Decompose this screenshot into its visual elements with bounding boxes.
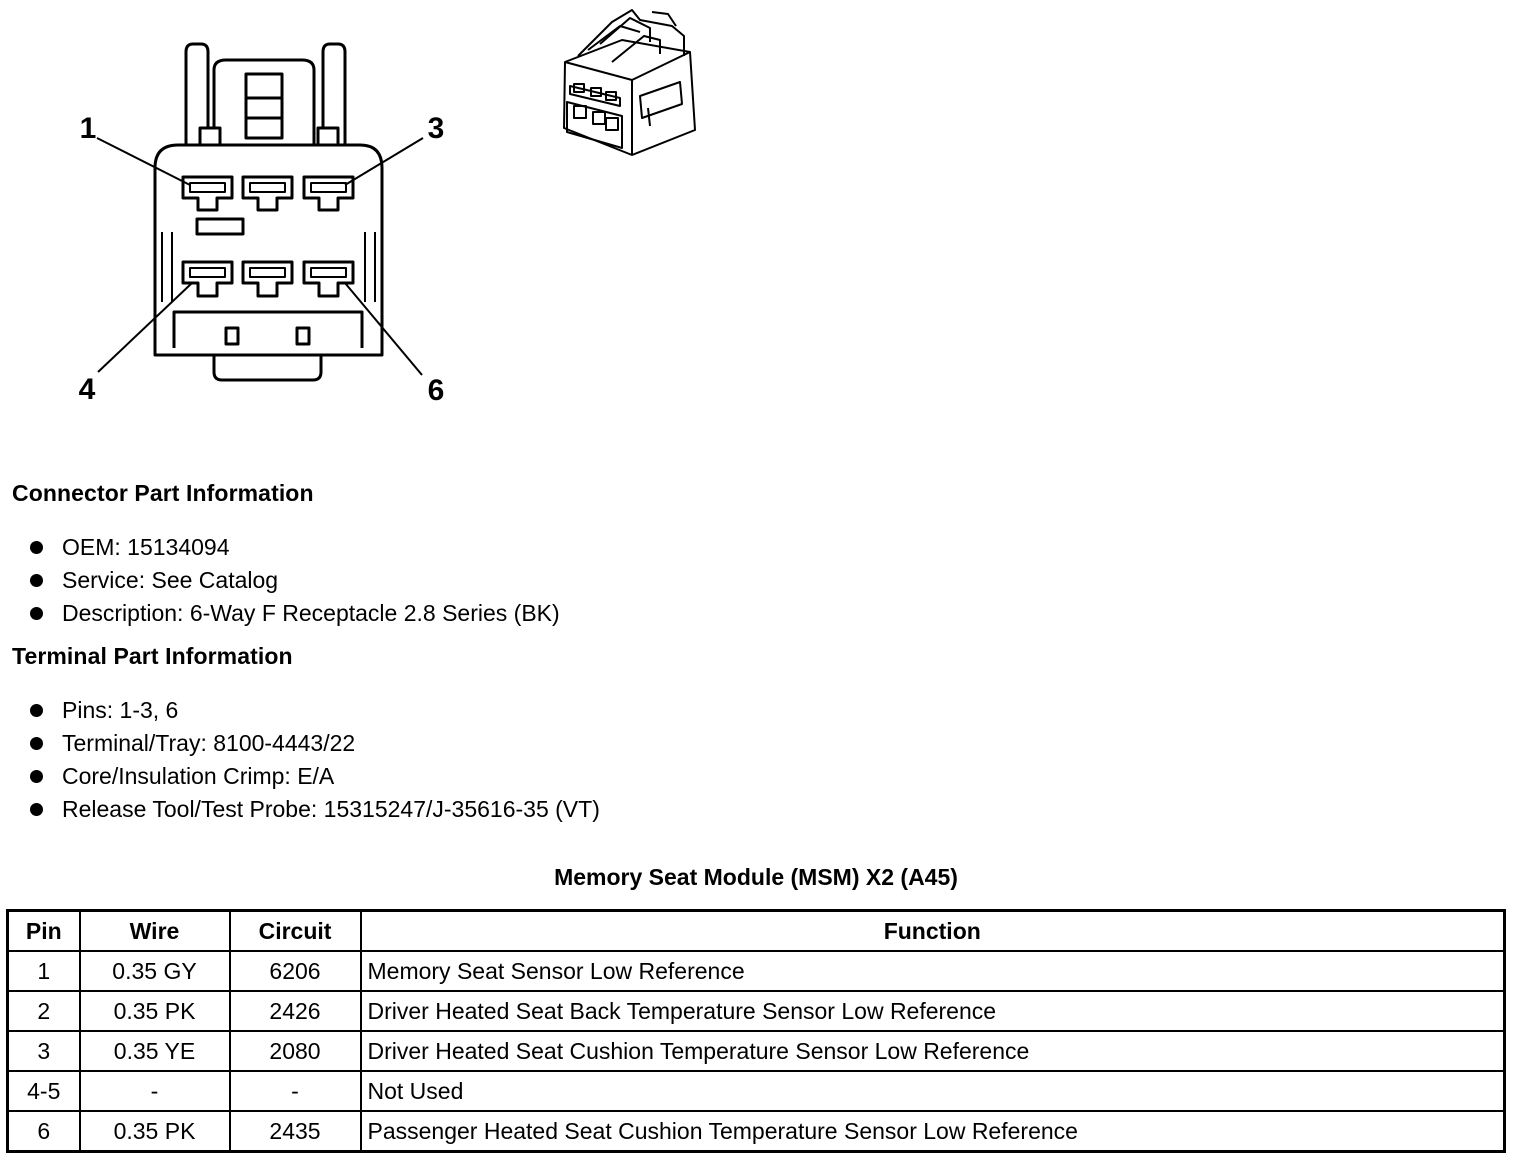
list-item: Core/Insulation Crimp: E/A bbox=[28, 760, 600, 793]
item-text: Release Tool/Test Probe: 15315247/J-3561… bbox=[62, 796, 600, 822]
cell-pin: 6 bbox=[6, 1110, 81, 1153]
cavity-pin-1 bbox=[181, 175, 234, 212]
connector-info-list: OEM: 15134094 Service: See Catalog Descr… bbox=[28, 531, 560, 630]
cell-circuit: 2080 bbox=[228, 1030, 362, 1072]
pin-label-4: 4 bbox=[79, 373, 96, 406]
connector-face-view bbox=[96, 42, 424, 382]
header-function: Function bbox=[359, 909, 1506, 952]
table-row: 4-5 - - Not Used bbox=[6, 1070, 1506, 1112]
bullet-icon bbox=[30, 803, 43, 816]
cavity-pin-2 bbox=[241, 175, 294, 212]
cell-circuit: 2435 bbox=[228, 1110, 362, 1153]
list-item: Release Tool/Test Probe: 15315247/J-3561… bbox=[28, 793, 600, 826]
cell-circuit: 6206 bbox=[228, 950, 362, 992]
cell-wire: 0.35 YE bbox=[78, 1030, 231, 1072]
pin-label-1: 1 bbox=[80, 112, 97, 145]
header-pin: Pin bbox=[6, 909, 81, 952]
terminal-info-heading: Terminal Part Information bbox=[12, 643, 293, 669]
cell-wire: 0.35 GY bbox=[78, 950, 231, 992]
cell-wire: 0.35 PK bbox=[78, 990, 231, 1032]
item-text: Terminal/Tray: 8100-4443/22 bbox=[62, 730, 356, 756]
cavity-pin-5 bbox=[241, 260, 294, 298]
list-item: Service: See Catalog bbox=[28, 564, 560, 597]
list-item: Description: 6-Way F Receptacle 2.8 Seri… bbox=[28, 597, 560, 630]
cell-function: Driver Heated Seat Cushion Temperature S… bbox=[359, 1030, 1506, 1072]
table-row: 2 0.35 PK 2426 Driver Heated Seat Back T… bbox=[6, 990, 1506, 1032]
cell-function: Passenger Heated Seat Cushion Temperatur… bbox=[359, 1110, 1506, 1153]
connector-isometric-view bbox=[563, 9, 696, 156]
header-wire: Wire bbox=[78, 909, 231, 952]
bullet-icon bbox=[30, 574, 43, 587]
table-row: 1 0.35 GY 6206 Memory Seat Sensor Low Re… bbox=[6, 950, 1506, 992]
table-row: 3 0.35 YE 2080 Driver Heated Seat Cushio… bbox=[6, 1030, 1506, 1072]
cell-function: Driver Heated Seat Back Temperature Sens… bbox=[359, 990, 1506, 1032]
cell-circuit: - bbox=[228, 1070, 362, 1112]
cell-pin: 2 bbox=[6, 990, 81, 1032]
bullet-icon bbox=[30, 704, 43, 717]
item-text: Core/Insulation Crimp: E/A bbox=[62, 763, 335, 789]
cell-function: Not Used bbox=[359, 1070, 1506, 1112]
connector-info-heading: Connector Part Information bbox=[12, 480, 314, 506]
pin-label-3: 3 bbox=[428, 112, 445, 145]
cell-pin: 1 bbox=[6, 950, 81, 992]
header-circuit: Circuit bbox=[228, 909, 362, 952]
cell-circuit: 2426 bbox=[228, 990, 362, 1032]
item-text: Pins: 1-3, 6 bbox=[62, 697, 179, 723]
cavity-pin-6 bbox=[302, 260, 355, 298]
bullet-icon bbox=[30, 770, 43, 783]
pin-label-6: 6 bbox=[428, 374, 445, 407]
terminal-info-list: Pins: 1-3, 6 Terminal/Tray: 8100-4443/22… bbox=[28, 694, 600, 826]
cell-function: Memory Seat Sensor Low Reference bbox=[359, 950, 1506, 992]
table-header-row: Pin Wire Circuit Function bbox=[6, 909, 1506, 952]
pinout-table: Pin Wire Circuit Function 1 0.35 GY 6206… bbox=[6, 909, 1506, 1153]
item-text: Service: See Catalog bbox=[62, 567, 279, 593]
list-item: Pins: 1-3, 6 bbox=[28, 694, 600, 727]
cavity-pin-3 bbox=[302, 175, 355, 212]
cell-wire: - bbox=[78, 1070, 231, 1112]
bullet-icon bbox=[30, 541, 43, 554]
bullet-icon bbox=[30, 607, 43, 620]
cell-wire: 0.35 PK bbox=[78, 1110, 231, 1153]
list-item: OEM: 15134094 bbox=[28, 531, 560, 564]
table-title: Memory Seat Module (MSM) X2 (A45) bbox=[554, 864, 958, 890]
item-text: Description: 6-Way F Receptacle 2.8 Seri… bbox=[62, 600, 560, 626]
cell-pin: 4-5 bbox=[6, 1070, 81, 1112]
bullet-icon bbox=[30, 737, 43, 750]
connector-diagram: 1 3 4 6 bbox=[79, 9, 696, 407]
table-row: 6 0.35 PK 2435 Passenger Heated Seat Cus… bbox=[6, 1110, 1506, 1153]
list-item: Terminal/Tray: 8100-4443/22 bbox=[28, 727, 600, 760]
cavity-pin-4 bbox=[181, 260, 234, 298]
cell-pin: 3 bbox=[6, 1030, 81, 1072]
item-text: OEM: 15134094 bbox=[62, 534, 230, 560]
